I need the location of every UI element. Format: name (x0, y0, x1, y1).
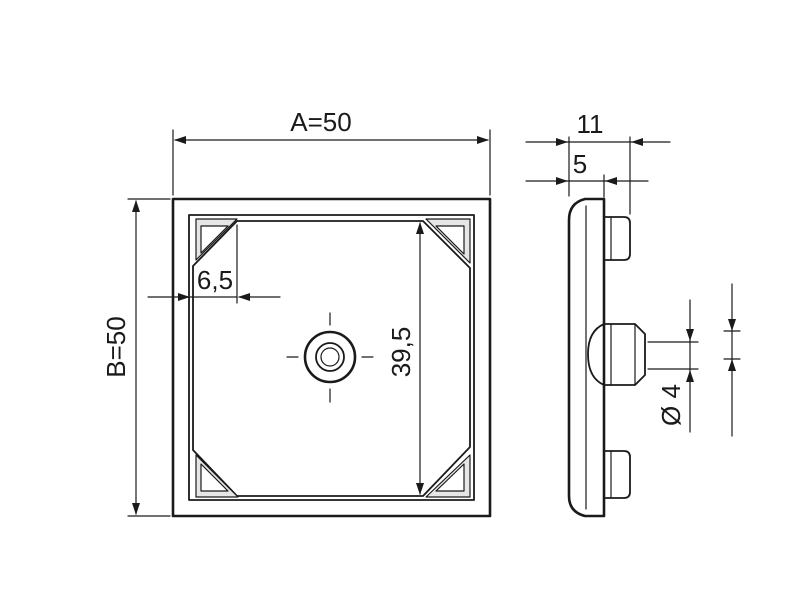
width-label: A=50 (290, 107, 351, 137)
dimension-width: A=50 (172, 107, 491, 196)
inner-frame-outline (188, 214, 475, 501)
inner-pocket-outline (192, 220, 471, 497)
dimension-diameter: Ø 4 (647, 299, 699, 433)
corner-cleat-bottom-left (195, 454, 239, 498)
dimension-height: B=50 (101, 198, 171, 517)
side-total-label: 11 (577, 109, 604, 139)
dimension-inner: 39,5 (386, 222, 424, 495)
outer-plate-outline (171, 197, 492, 518)
corner-cleat-top-left (195, 218, 238, 261)
inner-label: 39,5 (386, 327, 416, 378)
dimension-side-total: 11 (525, 109, 671, 215)
dimension-side-plate: 5 (525, 149, 649, 198)
dimension-offset: 6,5 (147, 224, 281, 304)
front-view: A=50 B=50 6,5 39,5 (101, 107, 492, 518)
diameter-label: Ø 4 (656, 384, 686, 426)
side-center-pin (587, 323, 646, 386)
corner-cleat-top-right (425, 218, 471, 264)
corner-cleat-bottom-right (425, 454, 471, 498)
tolerance-mark (723, 283, 741, 437)
offset-label: 6,5 (197, 265, 233, 295)
side-view: 11 5 Ø 4 (525, 109, 741, 518)
center-hole (286, 312, 374, 403)
side-lug-top (603, 216, 631, 261)
side-lug-bottom (603, 450, 631, 499)
side-plate-label: 5 (573, 149, 587, 179)
height-label: B=50 (101, 316, 131, 377)
side-plate-outline (567, 197, 606, 518)
